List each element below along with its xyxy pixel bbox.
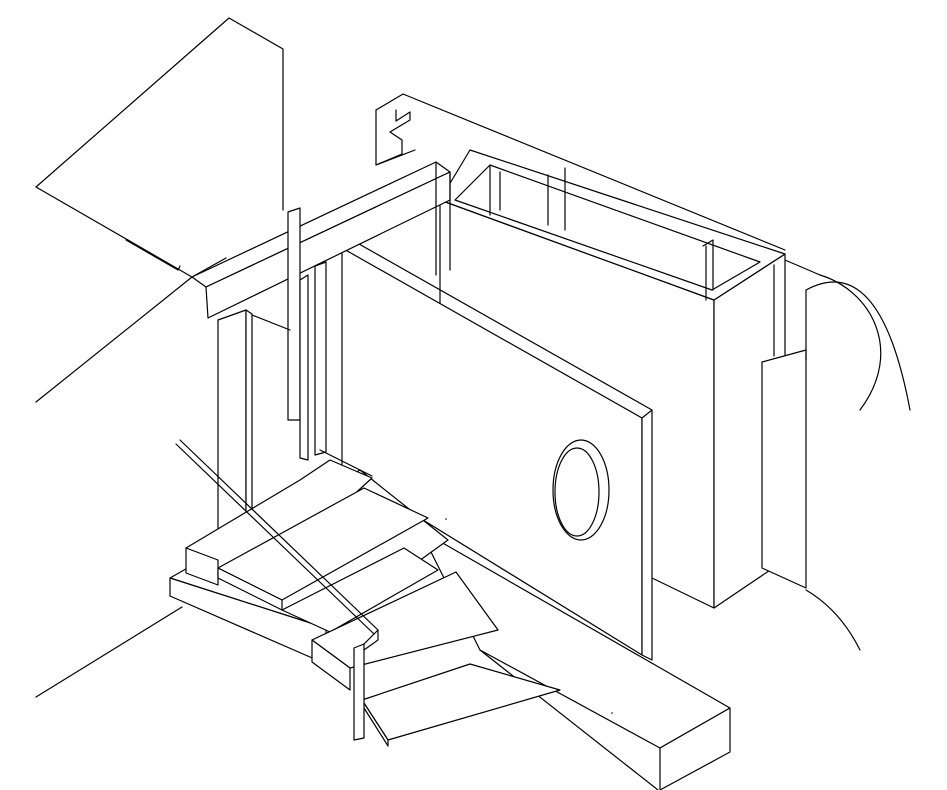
- floor-lines: [35, 257, 227, 698]
- upper-slab: [35, 17, 284, 278]
- left-wall-column: [217, 207, 327, 531]
- overhead-beam: [191, 161, 451, 319]
- circular-window: [552, 439, 610, 541]
- curved-wall: [805, 274, 911, 651]
- specks: [445, 518, 613, 714]
- door-panel: [341, 239, 653, 661]
- right-column: [761, 259, 821, 589]
- stair-treads: [169, 449, 561, 747]
- handrail: [175, 439, 379, 741]
